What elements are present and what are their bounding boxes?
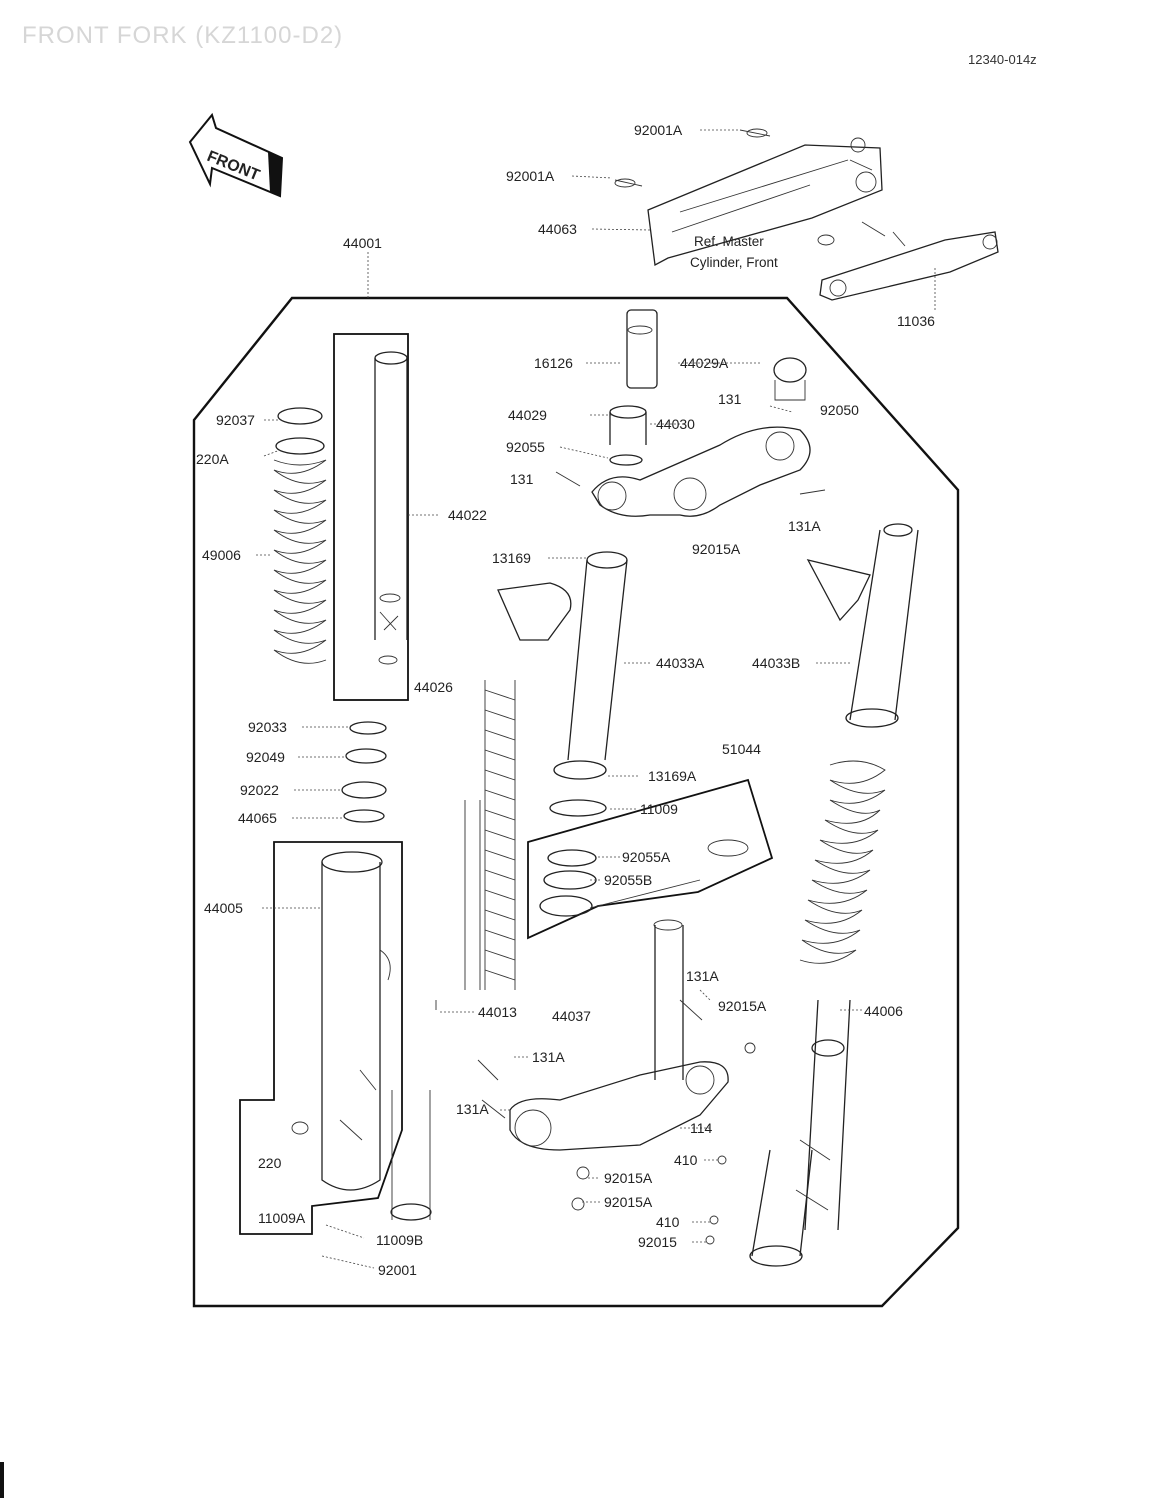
label-11009: 11009 bbox=[640, 801, 678, 817]
label-114: 114 bbox=[690, 1120, 713, 1136]
damper-rod-spring bbox=[464, 680, 516, 990]
label-44033A: 44033A bbox=[656, 655, 705, 671]
page-title: FRONT FORK (KZ1100-D2) bbox=[22, 22, 344, 49]
reference-code: 12340-014z bbox=[968, 52, 1037, 67]
front-direction-arrow: FRONT bbox=[188, 112, 284, 198]
stem-bearings bbox=[539, 839, 749, 917]
inner-tube bbox=[374, 351, 408, 665]
label-11009B: 11009B bbox=[376, 1232, 423, 1248]
label-44063: 44063 bbox=[538, 221, 577, 237]
label-51044: 51044 bbox=[722, 741, 761, 757]
label-92015A-bottom-2: 92015A bbox=[604, 1194, 653, 1210]
label-92055A: 92055A bbox=[622, 849, 671, 865]
label-44001: 44001 bbox=[343, 235, 382, 251]
outer-tube-group-box bbox=[239, 841, 403, 1235]
label-131A-lower-left: 131A bbox=[456, 1101, 489, 1117]
label-16126: 16126 bbox=[534, 355, 573, 371]
label-11009A: 11009A bbox=[258, 1210, 306, 1226]
part-labels: 92001A 92001A 44063 11036 44001 16126 44… bbox=[196, 122, 935, 1278]
label-13169A: 13169A bbox=[648, 768, 697, 784]
label-44030: 44030 bbox=[656, 416, 695, 432]
label-44065: 44065 bbox=[238, 810, 277, 826]
label-131A-left: 131A bbox=[532, 1049, 565, 1065]
label-92055B: 92055B bbox=[604, 872, 652, 888]
label-92015A-bottom-1: 92015A bbox=[604, 1170, 653, 1186]
fork-outer-center bbox=[497, 551, 628, 817]
inner-tube-group-box bbox=[333, 333, 409, 701]
master-cylinder-note-line2: Cylinder, Front bbox=[690, 255, 778, 270]
label-44029A: 44029A bbox=[680, 355, 729, 371]
label-220A: 220A bbox=[196, 451, 229, 467]
seal-stack-left bbox=[341, 721, 387, 823]
label-49006: 49006 bbox=[202, 547, 241, 563]
master-cylinder-note-line1: Ref. Master bbox=[694, 234, 764, 249]
label-92050: 92050 bbox=[820, 402, 859, 418]
label-131A-right: 131A bbox=[686, 968, 719, 984]
label-44037: 44037 bbox=[552, 1008, 591, 1024]
fork-spring-left bbox=[273, 407, 327, 664]
label-92001A-mid: 92001A bbox=[506, 168, 555, 184]
label-44033B: 44033B bbox=[752, 655, 800, 671]
label-44006: 44006 bbox=[864, 1003, 903, 1019]
label-44022: 44022 bbox=[448, 507, 487, 523]
stem-parts-group-box bbox=[527, 778, 774, 940]
label-92015A-top: 92015A bbox=[692, 541, 741, 557]
label-410-a: 410 bbox=[674, 1152, 698, 1168]
label-44029: 44029 bbox=[508, 407, 547, 423]
handlebar-assembly bbox=[614, 128, 883, 267]
label-131-top: 131 bbox=[718, 391, 742, 407]
label-410-b: 410 bbox=[656, 1214, 680, 1230]
page-edge-mark bbox=[0, 1462, 4, 1498]
label-92055: 92055 bbox=[506, 439, 545, 455]
assembly-frame bbox=[192, 296, 960, 1308]
master-cylinder-clamp bbox=[817, 221, 999, 301]
label-92001A-top: 92001A bbox=[634, 122, 683, 138]
label-92015: 92015 bbox=[638, 1234, 677, 1250]
outer-tube-left bbox=[291, 851, 437, 1221]
label-44013: 44013 bbox=[478, 1004, 517, 1020]
label-13169: 13169 bbox=[492, 550, 531, 566]
label-131A-top: 131A bbox=[788, 518, 821, 534]
label-220: 220 bbox=[258, 1155, 282, 1171]
label-92033: 92033 bbox=[248, 719, 287, 735]
fork-boot-right bbox=[749, 760, 886, 1267]
label-44026: 44026 bbox=[414, 679, 453, 695]
label-92022: 92022 bbox=[240, 782, 279, 798]
steering-stem bbox=[477, 919, 756, 1245]
label-131: 131 bbox=[510, 471, 534, 487]
label-92037: 92037 bbox=[216, 412, 255, 428]
top-bracket bbox=[555, 309, 826, 517]
leader-lines bbox=[256, 129, 936, 1269]
label-92049: 92049 bbox=[246, 749, 285, 765]
fork-outer-right bbox=[806, 523, 919, 728]
label-11036: 11036 bbox=[897, 313, 935, 329]
label-44005: 44005 bbox=[204, 900, 243, 916]
label-92015A-right: 92015A bbox=[718, 998, 767, 1014]
label-92001: 92001 bbox=[378, 1262, 417, 1278]
